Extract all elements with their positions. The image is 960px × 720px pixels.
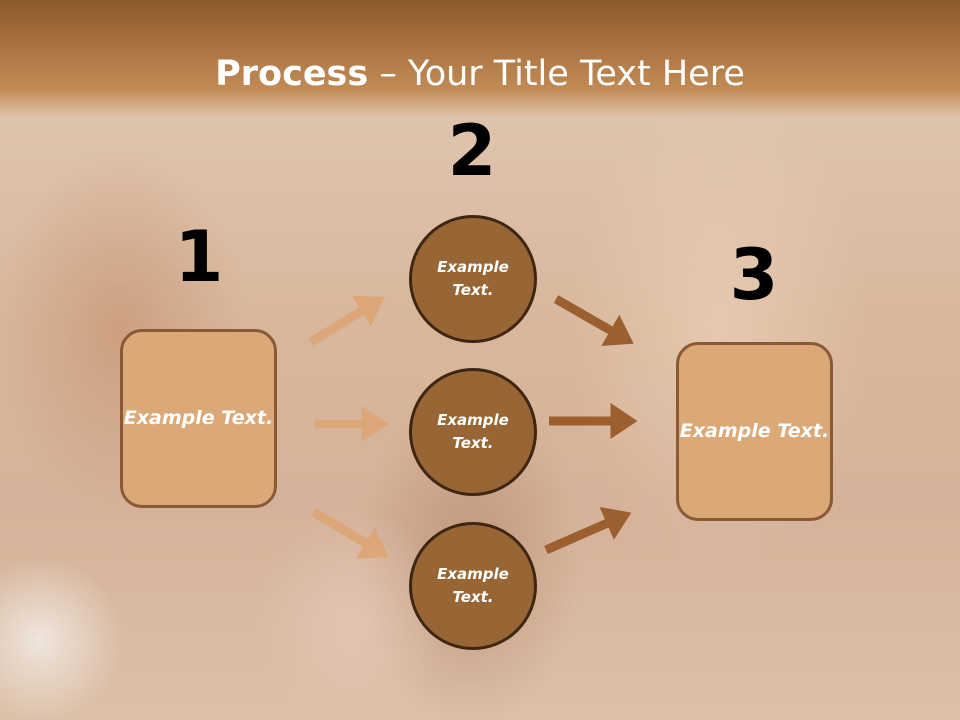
step-number-2: 2 bbox=[447, 110, 497, 192]
right-box-label: Example Text. bbox=[679, 420, 830, 442]
arrow-bottom-to-right bbox=[544, 506, 632, 555]
right-text-box: Example Text. bbox=[676, 342, 833, 521]
slide-title: Process – Your Title Text Here bbox=[0, 52, 960, 96]
title-bold-part: Process bbox=[215, 54, 369, 94]
circle-top: Example Text. bbox=[409, 215, 537, 343]
left-text-box: Example Text. bbox=[120, 329, 277, 508]
circle-top-label: Example Text. bbox=[437, 258, 509, 299]
arrow-left-to-bottom bbox=[311, 508, 389, 559]
circle-middle-label: Example Text. bbox=[437, 411, 509, 452]
circle-middle: Example Text. bbox=[409, 368, 537, 496]
arrow-top-to-right bbox=[553, 295, 634, 346]
step-number-1: 1 bbox=[174, 216, 224, 298]
circle-bottom: Example Text. bbox=[409, 522, 537, 650]
title-band bbox=[0, 0, 960, 118]
title-rest-part: – Your Title Text Here bbox=[368, 54, 745, 94]
arrow-left-to-top bbox=[308, 295, 385, 346]
left-box-label: Example Text. bbox=[123, 407, 274, 429]
step-number-3: 3 bbox=[729, 234, 779, 316]
circle-bottom-label: Example Text. bbox=[437, 565, 509, 606]
